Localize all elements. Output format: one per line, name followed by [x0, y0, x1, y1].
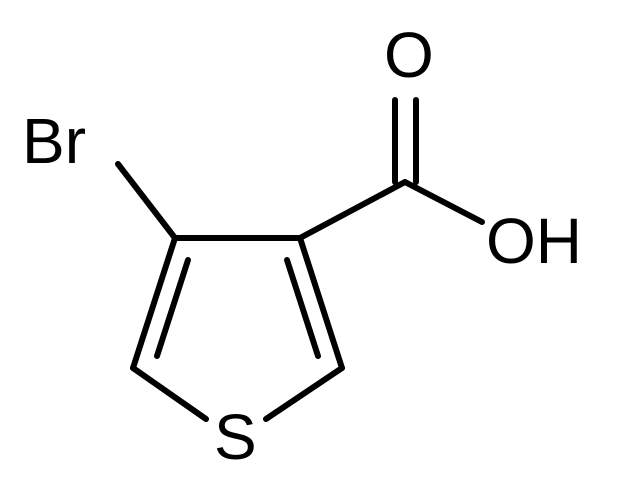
- bond-c3-c2-inner: [284, 257, 321, 359]
- atom-label-hydroxyl: OH: [486, 205, 582, 277]
- bond-carboxyl-oh: [402, 179, 485, 225]
- bond-c4-br: [115, 161, 178, 241]
- bond-s-c5: [130, 365, 209, 422]
- atom-label-bromine: Br: [22, 105, 86, 177]
- atom-label-carbonyl-oxygen: O: [384, 19, 434, 91]
- atom-label-sulfur: S: [214, 401, 257, 473]
- bond-c3-carboxyl: [297, 179, 408, 241]
- bond-c5-c4: [130, 235, 178, 371]
- bond-c2-s: [263, 365, 345, 422]
- atom-labels: Br O OH S: [22, 19, 582, 473]
- bond-c3-c2: [297, 235, 345, 371]
- bonds: [115, 97, 485, 422]
- bond-c5-c4-inner: [154, 257, 191, 359]
